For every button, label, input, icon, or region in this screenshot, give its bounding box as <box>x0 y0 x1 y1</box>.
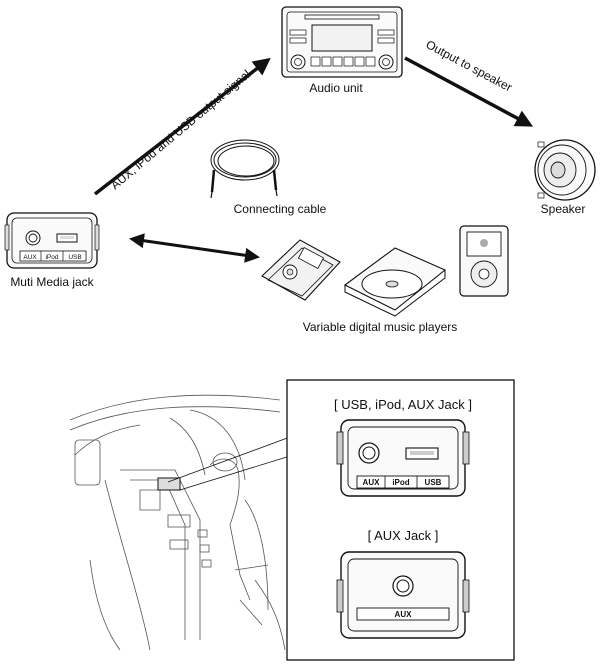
inset-usb-label: USB <box>425 478 442 487</box>
bidirectional-arrow <box>129 233 260 263</box>
connecting-cable-illustration <box>210 139 280 199</box>
inset-aux-label: AUX <box>363 478 381 487</box>
car-console-illustration <box>69 394 286 651</box>
speaker-illustration <box>534 139 596 201</box>
multimedia-jack-label: Muti Media jack <box>10 275 94 289</box>
callout-line-top <box>167 436 291 483</box>
jack-aux-label: AUX <box>23 254 37 261</box>
multimedia-jack-illustration <box>4 212 100 269</box>
input-signal-arrow <box>93 57 271 196</box>
callout-line-bottom <box>179 455 291 491</box>
aux-only-port-label: AUX <box>395 610 413 619</box>
ipod-illustration <box>459 225 509 297</box>
speaker-label: Speaker <box>541 202 586 216</box>
aux-jack-title: [ AUX Jack ] <box>368 528 439 543</box>
jack-usb-label: USB <box>68 254 81 261</box>
connecting-cable-label: Connecting cable <box>234 202 327 216</box>
output-to-speaker-label: Output to speaker <box>424 37 515 94</box>
usb-ipod-aux-jack-title: [ USB, iPod, AUX Jack ] <box>334 397 472 412</box>
inset-ipod-label: iPod <box>392 478 409 487</box>
music-players-label: Variable digital music players <box>303 320 458 334</box>
output-arrow <box>404 56 534 127</box>
audio-unit-illustration <box>281 6 403 78</box>
cd-player-illustration <box>343 247 447 317</box>
portable-player-illustration <box>261 239 341 301</box>
aux-jack-illustration <box>336 551 470 639</box>
jack-ipod-label: iPod <box>45 254 58 261</box>
usb-ipod-aux-jack-illustration <box>336 419 470 497</box>
audio-unit-label: Audio unit <box>309 81 363 95</box>
